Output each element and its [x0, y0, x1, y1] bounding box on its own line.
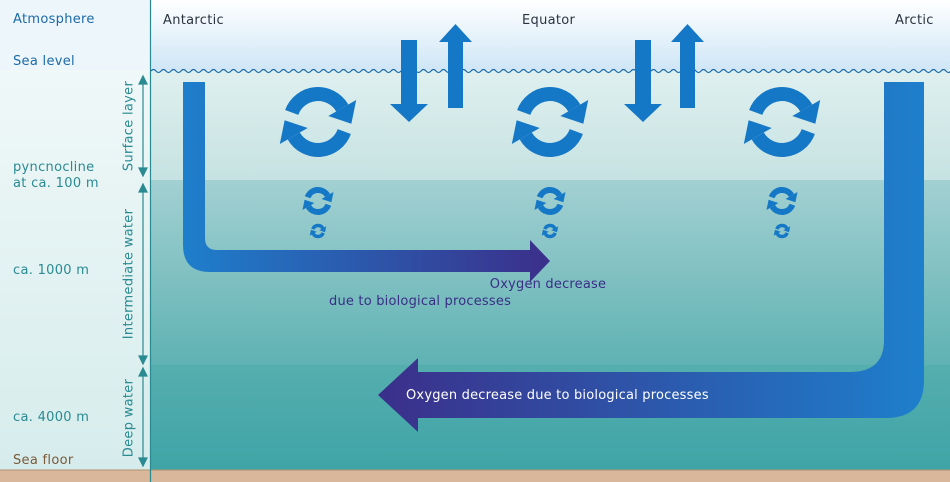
upward-exchange-arrow-right: [671, 24, 704, 108]
arctic-surface-cycle-arc: [749, 87, 813, 116]
atmosphere-band: [151, 0, 950, 70]
equator-small-cycle-arrowhead: [541, 229, 549, 236]
intermediate-water-band: [151, 180, 950, 365]
downward-exchange-arrow-right: [624, 40, 662, 122]
arctic-mid-cycle-arrowhead: [766, 199, 779, 210]
surface-layer-band: [151, 70, 950, 180]
antarctic-intermediate-flow-arrow: [183, 82, 550, 282]
equator-small-cycle-arrowhead: [551, 226, 559, 233]
arctic-deep-flow-arrow: [378, 82, 924, 432]
surface-layer-label: Surface layer: [121, 80, 137, 172]
deep-water-label: Deep water: [121, 378, 137, 458]
intermediate-text-line2: due to biological processes: [329, 294, 512, 309]
equator-surface-cycle-arc: [517, 87, 581, 116]
equator-mid-cycle-arrowhead: [553, 192, 566, 203]
intermediate-water-label: Intermediate water: [121, 208, 137, 340]
antarctic-mid-cycle-arc: [304, 187, 331, 199]
pycnocline-depth-label: at ca. 100 m: [13, 176, 99, 191]
arctic-mid-cycle-arc: [769, 203, 796, 215]
antarctic-small-cycle-arc: [311, 232, 325, 239]
deep-oxygen-decrease-text: Oxygen decrease due to biological proces…: [406, 388, 709, 403]
arctic-small-cycle-arrowhead: [783, 226, 791, 233]
arctic-surface-cycle-arrowhead: [743, 120, 772, 145]
equator-surface-cycle-arc: [519, 128, 583, 157]
arctic-small-cycle-arc: [775, 223, 789, 230]
equator-surface-cycle: [511, 87, 589, 157]
atmosphere-label: Atmosphere: [13, 12, 95, 27]
equator-small-cycle-arc: [543, 223, 557, 230]
antarctic-small-cycle: [309, 223, 327, 239]
arctic-surface-cycle-arrowhead: [792, 99, 821, 124]
arctic-mid-cycle: [766, 187, 798, 215]
equator-mid-cycle-arc: [536, 187, 563, 199]
left-atmosphere-band: [0, 0, 150, 70]
equator-mid-cycle-arc: [537, 203, 564, 215]
air-sea-exchange-left: [390, 24, 472, 122]
arctic-label: Arctic: [895, 13, 934, 28]
sea-level-label: Sea level: [13, 54, 75, 69]
equator-small-cycle: [541, 223, 559, 239]
antarctic-mid-cycle-arc: [305, 203, 332, 215]
equator-label: Equator: [522, 13, 576, 28]
intermediate-oxygen-decrease-text: Oxygen decrease: [300, 276, 610, 293]
arctic-mid-cycle-arrowhead: [785, 192, 798, 203]
intermediate-text-line1: Oxygen decrease: [489, 277, 607, 292]
sea-floor-label: Sea floor: [13, 453, 74, 468]
air-sea-exchange-right: [624, 24, 704, 122]
equator-mid-cycle: [534, 187, 566, 215]
arctic-small-cycle-arc: [775, 232, 789, 239]
left-label-panel: [0, 0, 150, 470]
arctic-surface-cycle: [743, 87, 821, 157]
downward-exchange-arrow-left: [390, 40, 428, 122]
equator-surface-cycle-arrowhead: [511, 120, 540, 145]
upward-exchange-arrow-left: [439, 24, 472, 108]
antarctic-surface-cycle-arc: [285, 87, 349, 116]
antarctic-surface-cycle-arc: [287, 128, 351, 157]
antarctic-small-cycle-arrowhead: [319, 226, 327, 233]
sea-floor-band: [0, 470, 950, 482]
equator-surface-cycle-arrowhead: [560, 99, 589, 124]
antarctic-surface-cycle-arrowhead: [279, 120, 308, 145]
depth-1000-label: ca. 1000 m: [13, 263, 90, 278]
mixing-cycles: [279, 87, 821, 239]
sea-level-waves: [150, 68, 950, 74]
depth-scale: [138, 74, 148, 468]
pycnocline-label: pyncnocline: [13, 160, 95, 175]
antarctic-mid-cycle: [302, 187, 334, 215]
arctic-small-cycle-arrowhead: [773, 229, 781, 236]
antarctic-label: Antarctic: [163, 13, 224, 28]
equator-small-cycle-arc: [543, 232, 557, 239]
depth-4000-label: ca. 4000 m: [13, 410, 90, 425]
antarctic-small-cycle-arc: [311, 223, 325, 230]
antarctic-mid-cycle-arrowhead: [302, 199, 315, 210]
antarctic-mid-cycle-arrowhead: [321, 192, 334, 203]
equator-mid-cycle-arrowhead: [534, 199, 547, 210]
arctic-mid-cycle-arc: [768, 187, 795, 199]
antarctic-surface-cycle-arrowhead: [328, 99, 357, 124]
antarctic-surface-cycle: [279, 87, 357, 157]
arctic-surface-cycle-arc: [751, 128, 815, 157]
arctic-small-cycle: [773, 223, 791, 239]
antarctic-small-cycle-arrowhead: [309, 229, 317, 236]
